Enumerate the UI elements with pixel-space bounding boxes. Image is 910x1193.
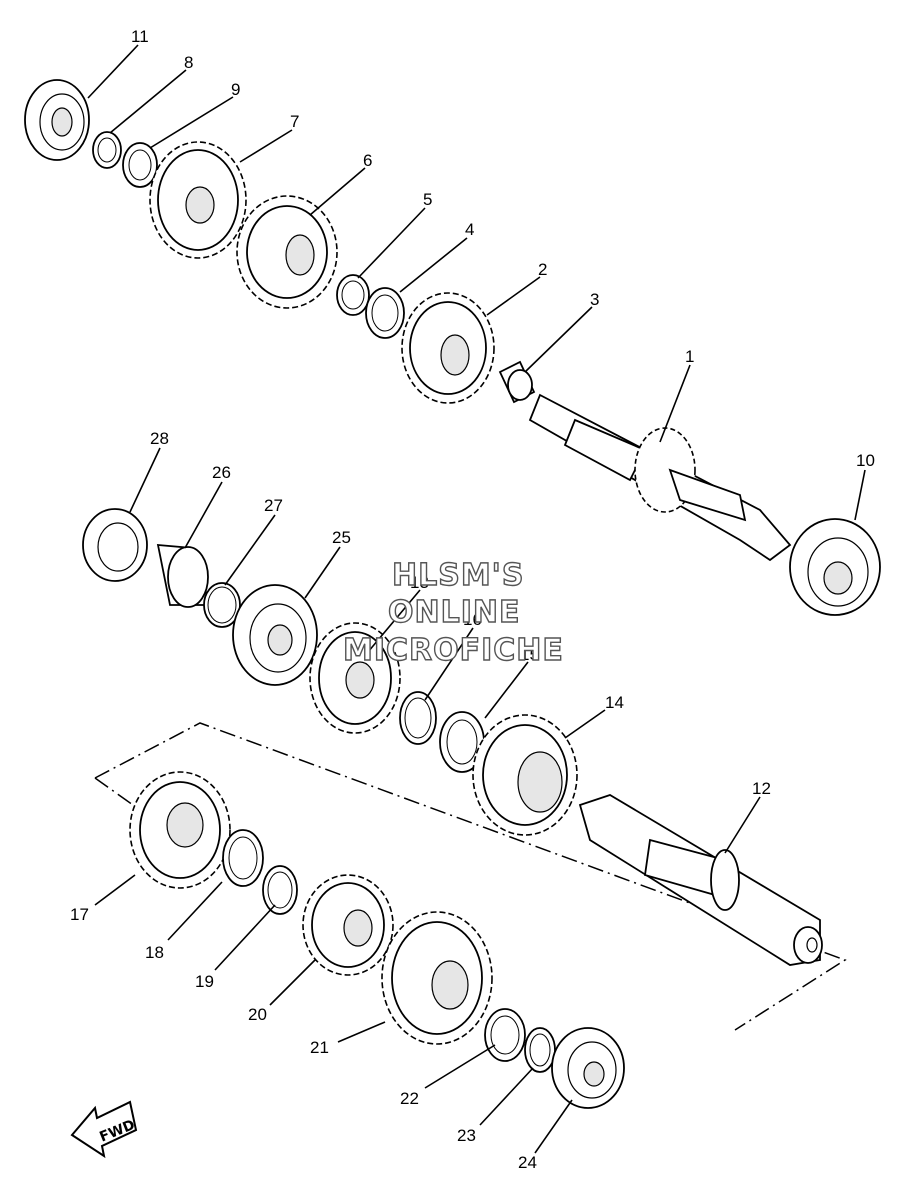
part-17-gear	[129, 771, 231, 889]
callout-5: 5	[423, 190, 432, 209]
callout-22: 22	[400, 1089, 419, 1108]
part-3-collar	[498, 360, 536, 404]
callout-3: 3	[590, 290, 599, 309]
callout-18: 18	[145, 943, 164, 962]
part-4-washer	[365, 287, 405, 339]
callout-26: 26	[212, 463, 231, 482]
part-18-washer	[222, 829, 264, 887]
part-22-washer	[484, 1008, 526, 1062]
callout-4: 4	[465, 220, 474, 239]
callout-9: 9	[231, 80, 240, 99]
callout-14: 14	[605, 693, 624, 712]
part-14-gear	[472, 714, 578, 836]
callout-19: 19	[195, 972, 214, 991]
part-15-washer	[439, 711, 485, 773]
part-9-washer	[122, 142, 158, 188]
callout-17: 17	[70, 905, 89, 924]
part-11-bearing	[24, 79, 90, 161]
callout-12: 12	[752, 779, 771, 798]
part-24-bearing	[551, 1027, 625, 1109]
leader-lines	[87, 44, 866, 1154]
part-6-gear	[236, 195, 338, 309]
part-26-collar	[156, 543, 212, 608]
callout-2: 2	[538, 260, 547, 279]
callout-23: 23	[457, 1126, 476, 1145]
callout-10: 10	[856, 451, 875, 470]
callout-15: 15	[520, 645, 539, 664]
part-5-circlip	[336, 274, 370, 316]
part-23-circlip	[524, 1027, 556, 1073]
watermark-line-3: MICROFICHE	[343, 633, 564, 668]
callout-25: 25	[332, 528, 351, 547]
part-13-gear	[309, 622, 401, 734]
part-20-gear	[302, 874, 394, 976]
callout-6: 6	[363, 151, 372, 170]
part-27-o-ring	[203, 582, 241, 628]
assembly-boundary-line	[94, 722, 847, 1031]
callout-7: 7	[290, 112, 299, 131]
callout-8: 8	[184, 53, 193, 72]
callout-27: 27	[264, 496, 283, 515]
assembly-boundary-line-left	[94, 777, 134, 806]
part-25-bearing	[232, 584, 318, 686]
part-12-drive-axle	[578, 794, 823, 966]
callout-20: 20	[248, 1005, 267, 1024]
watermark: HLSM'S ONLINE MICROFICHE	[342, 557, 564, 668]
callout-28: 28	[150, 429, 169, 448]
part-19-circlip	[262, 865, 298, 915]
callout-1: 1	[685, 347, 694, 366]
part-16-circlip	[399, 691, 437, 745]
callout-13: 13	[410, 573, 429, 592]
part-28-seal	[82, 508, 148, 582]
callout-16: 16	[463, 610, 482, 629]
part-8-circlip	[92, 131, 122, 169]
callout-24: 24	[518, 1153, 537, 1172]
callout-21: 21	[310, 1038, 329, 1057]
part-2-gear	[401, 292, 495, 404]
part-7-gear	[149, 141, 247, 259]
part-21-gear	[381, 911, 493, 1045]
part-1-main-axle	[528, 393, 792, 562]
watermark-line-2: ONLINE	[388, 595, 521, 630]
fwd-arrow-icon: FWD	[70, 1100, 137, 1159]
callout-11: 11	[131, 27, 149, 46]
watermark-line-1: HLSM'S	[392, 558, 524, 593]
part-10-bearing	[789, 518, 881, 616]
callout-labels: 1 2 3 4 5 6 7 8 9 10 11 12 13 14 15 16 1…	[70, 27, 875, 1172]
